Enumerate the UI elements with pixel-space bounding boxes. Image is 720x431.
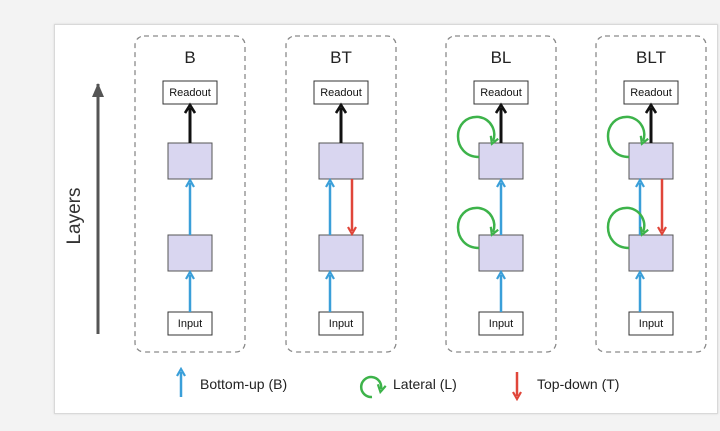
input-label: Input [329,318,353,330]
column-title: BL [491,48,512,67]
upper-layer-box [478,142,524,180]
legend-lateral: Lateral (L) [359,375,457,399]
readout-label: Readout [630,87,672,99]
input-box [628,311,674,336]
column-title: BLT [636,48,666,67]
legend-lateral-label: Lateral (L) [393,376,457,392]
lower-layer-box [628,234,674,272]
upper-layer-box [628,142,674,180]
column-frame [445,35,557,353]
legend-bottom-up: Bottom-up (B) [181,372,287,397]
legend-top-down-label: Top-down (T) [537,376,619,392]
input-label: Input [639,318,663,330]
column-title: BT [330,48,352,67]
input-label: Input [489,318,513,330]
legend-bottom-up-label: Bottom-up (B) [200,376,287,392]
lower-layer-box [318,234,364,272]
lateral-loop-lower [606,206,644,250]
readout-label: Readout [320,87,362,99]
legend: Bottom-up (B) Lateral (L) Top-down (T) [181,372,619,397]
lateral-loop-upper [606,115,644,159]
input-label: Input [178,318,202,330]
upper-layer-box [318,142,364,180]
column-frame [595,35,707,353]
lower-layer-box [167,234,213,272]
legend-top-down: Top-down (T) [517,372,619,396]
column-frame [285,35,397,353]
input-box [318,311,364,336]
lateral-loop-upper [456,115,494,159]
lower-layer-box [478,234,524,272]
column-title: B [184,48,195,67]
readout-label: Readout [169,87,211,99]
lateral-loop-icon [359,375,381,399]
lateral-loop-lower [456,206,494,250]
layers-axis-label: Layers [64,187,85,244]
column-frame [134,35,246,353]
upper-layer-box [167,142,213,180]
layers-axis: Layers [64,83,104,334]
readout-label: Readout [480,87,522,99]
